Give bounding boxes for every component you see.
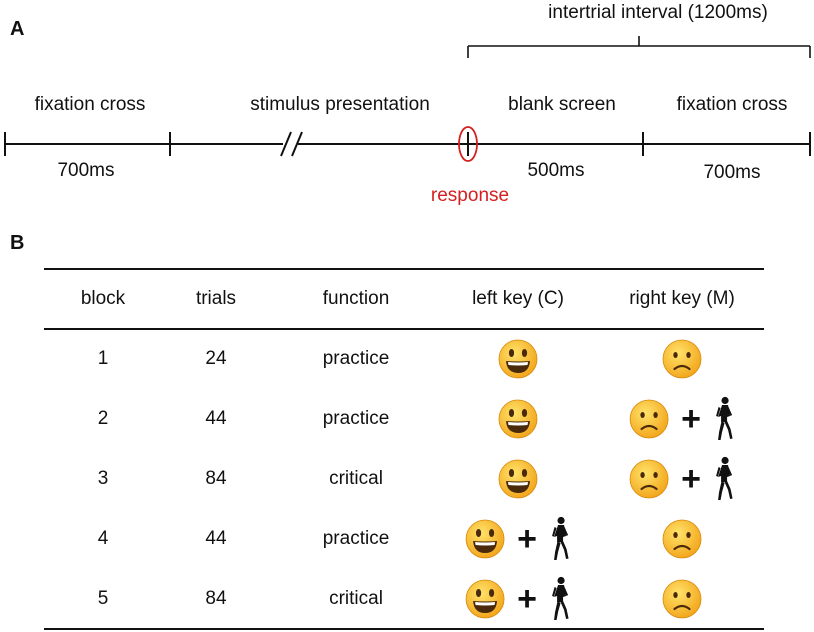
happy-face-icon <box>498 459 538 499</box>
cell-right-key <box>662 519 702 559</box>
sad-face-icon <box>629 459 669 499</box>
runner-silhouette-icon <box>549 516 571 562</box>
runner-silhouette-icon <box>551 576 569 620</box>
sad-face-icon <box>662 519 702 559</box>
happy-face-icon <box>465 519 505 559</box>
sad-face-icon <box>662 579 702 619</box>
header-function: function <box>322 288 390 309</box>
happy-face-icon <box>498 339 538 379</box>
duration-fixation-1: 700ms <box>57 160 115 181</box>
table-header-rule <box>44 328 764 330</box>
table-top-rule <box>44 268 764 270</box>
cell-function: practice <box>322 348 390 369</box>
happy-face-icon <box>465 519 505 559</box>
cell-right-key <box>662 579 702 619</box>
header-trials: trials <box>195 288 237 309</box>
response-label: response <box>430 185 510 206</box>
segment-label-stimulus: stimulus presentation <box>250 94 430 115</box>
plus-sign: + <box>517 520 537 558</box>
cell-block: 4 <box>97 528 109 549</box>
panel-a-letter: A <box>10 18 25 40</box>
cell-left-key <box>498 399 538 439</box>
cell-left-key: + <box>465 516 571 562</box>
plus-sign: + <box>681 460 701 498</box>
intertrial-interval-label: intertrial interval (1200ms) <box>548 2 768 23</box>
duration-blank: 500ms <box>527 160 585 181</box>
runner-silhouette-icon <box>551 516 569 560</box>
cell-block: 2 <box>97 408 109 429</box>
cell-right-key <box>662 339 702 379</box>
cell-function: critical <box>329 588 383 609</box>
table-bottom-rule <box>44 628 764 630</box>
timeline-diagram <box>4 36 811 162</box>
cell-trials: 24 <box>205 348 227 369</box>
runner-silhouette-icon <box>713 456 735 502</box>
plus-sign: + <box>517 580 537 618</box>
cell-block: 3 <box>97 468 109 489</box>
runner-silhouette-icon <box>715 396 733 440</box>
header-right-key: right key (M) <box>629 288 735 309</box>
runner-silhouette-icon <box>713 396 735 442</box>
happy-face-icon <box>498 459 538 499</box>
sad-face-icon <box>629 399 669 439</box>
cell-function: practice <box>322 528 390 549</box>
timeline-axis <box>4 132 811 156</box>
intertrial-bracket <box>467 36 811 58</box>
sad-face-icon <box>662 579 702 619</box>
cell-trials: 84 <box>205 588 227 609</box>
cell-function: critical <box>329 468 383 489</box>
happy-face-icon <box>465 579 505 619</box>
cell-trials: 44 <box>205 528 227 549</box>
cell-block: 5 <box>97 588 109 609</box>
sad-face-icon <box>662 339 702 379</box>
cell-right-key: + <box>629 456 735 502</box>
segment-label-fixation-1: fixation cross <box>34 94 146 115</box>
panel-b-letter: B <box>10 232 25 254</box>
duration-fixation-2: 700ms <box>703 162 761 183</box>
cell-left-key <box>498 339 538 379</box>
segment-label-fixation-2: fixation cross <box>676 94 788 115</box>
sad-face-icon <box>629 459 669 499</box>
sad-face-icon <box>662 339 702 379</box>
happy-face-icon <box>498 399 538 439</box>
happy-face-icon <box>498 399 538 439</box>
happy-face-icon <box>498 339 538 379</box>
cell-function: practice <box>322 408 390 429</box>
header-left-key: left key (C) <box>472 288 564 309</box>
header-block: block <box>80 288 126 309</box>
plus-sign: + <box>681 400 701 438</box>
runner-silhouette-icon <box>549 576 571 622</box>
cell-left-key <box>498 459 538 499</box>
happy-face-icon <box>465 579 505 619</box>
runner-silhouette-icon <box>715 456 733 500</box>
cell-left-key: + <box>465 576 571 622</box>
cell-trials: 84 <box>205 468 227 489</box>
cell-trials: 44 <box>205 408 227 429</box>
sad-face-icon <box>629 399 669 439</box>
cell-block: 1 <box>97 348 109 369</box>
cell-right-key: + <box>629 396 735 442</box>
response-circle <box>458 126 478 162</box>
segment-label-blank: blank screen <box>508 94 616 115</box>
axis-break-mark <box>280 131 303 157</box>
sad-face-icon <box>662 519 702 559</box>
